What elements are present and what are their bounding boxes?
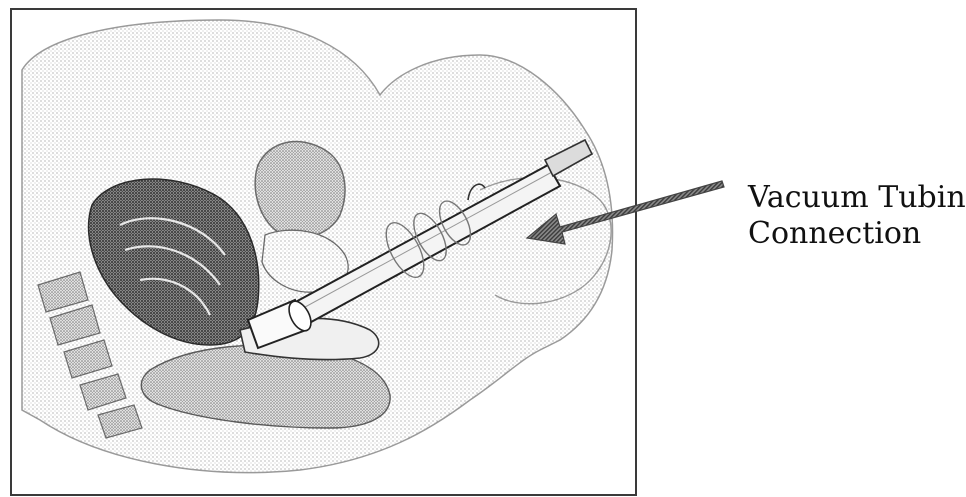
callout-label-line-1: Vacuum Tubing <box>748 181 966 215</box>
bladder-region <box>255 142 345 238</box>
callout-label-line-2: Connection <box>748 217 921 251</box>
